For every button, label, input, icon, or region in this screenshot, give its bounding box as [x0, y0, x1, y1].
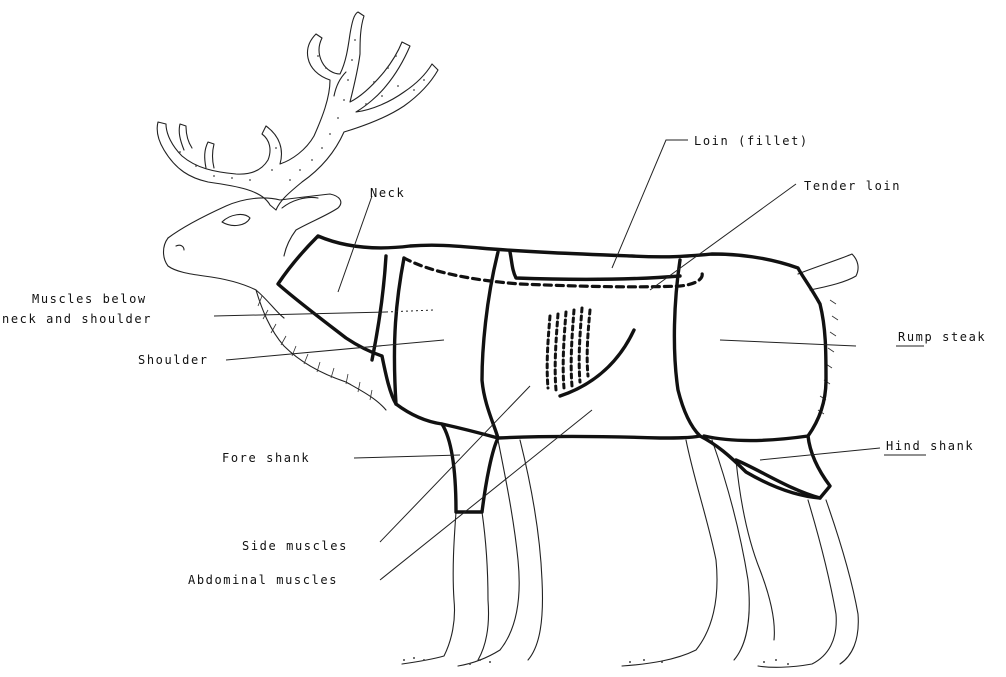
- label-loin: Loin (fillet): [694, 134, 809, 148]
- label-hind-shank: Hind shank: [886, 439, 974, 453]
- tender-loin-dashed: [404, 258, 702, 287]
- label-tender-loin: Tender loin: [804, 179, 901, 193]
- head: [164, 194, 341, 318]
- label-shoulder: Shoulder: [138, 353, 209, 367]
- shoulder-cut-line: [394, 258, 404, 404]
- antler-texture: [179, 39, 425, 181]
- neck-cut-line: [372, 256, 386, 360]
- side-muscle-hatching: [547, 308, 590, 390]
- label-muscles-below-line1: Muscles below: [32, 292, 147, 306]
- label-side-muscles: Side muscles: [242, 539, 348, 553]
- label-abdominal-muscles: Abdominal muscles: [188, 573, 338, 587]
- hoof-texture: [403, 657, 789, 665]
- label-rump-steak: Rump steak: [898, 330, 986, 344]
- lower-cut-line: [442, 424, 498, 438]
- antlers: [157, 12, 438, 210]
- label-muscles-below-line2: neck and shoulder: [2, 312, 152, 326]
- labels: Loin (fillet) Tender loin Neck Muscles b…: [2, 134, 986, 587]
- label-fore-shank: Fore shank: [222, 451, 310, 465]
- legs: [402, 440, 858, 667]
- hind-shank-lower: [736, 460, 820, 498]
- eye-icon: [222, 215, 250, 226]
- hind-shank-line: [704, 436, 808, 441]
- label-neck: Neck: [370, 186, 405, 200]
- nostril-icon: [176, 245, 184, 250]
